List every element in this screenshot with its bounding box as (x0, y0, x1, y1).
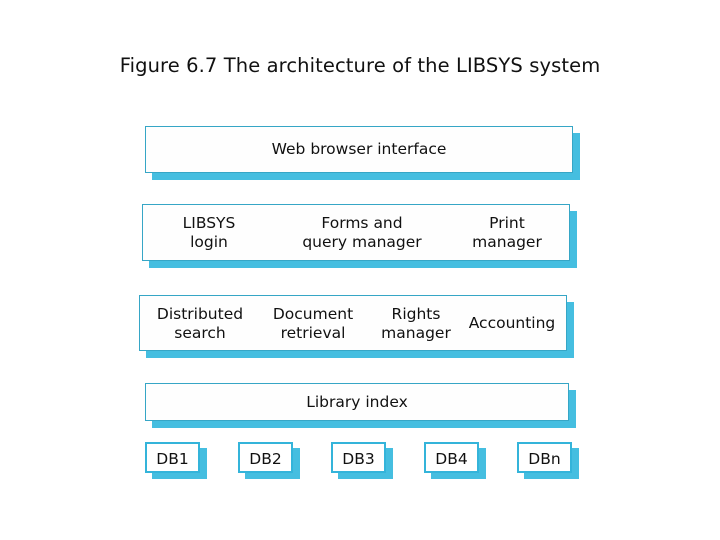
cell-rights-manager: Rights manager (381, 305, 451, 342)
layer-application-services[interactable] (142, 204, 570, 261)
layer-web-browser-interface[interactable] (145, 126, 573, 173)
cell-forms-and-query-manager: Forms and query manager (302, 214, 422, 251)
cell-document-retrieval: Document retrieval (272, 305, 354, 342)
db-box-db1[interactable]: DB1 (145, 442, 200, 473)
page-title: Figure 6.7 The architecture of the LIBSY… (119, 54, 601, 77)
layer-shared-services[interactable] (139, 295, 567, 351)
db-box-db4[interactable]: DB4 (424, 442, 479, 473)
cell-libsys-login: LIBSYS login (182, 214, 236, 251)
db-box-dbn[interactable]: DBn (517, 442, 572, 473)
db-box-db2[interactable]: DB2 (238, 442, 293, 473)
cell-accounting: Accounting (468, 314, 556, 332)
cell-web-browser-interface: Web browser interface (271, 140, 447, 158)
db-box-db3[interactable]: DB3 (331, 442, 386, 473)
cell-distributed-search: Distributed search (156, 305, 244, 342)
layer-library-index[interactable] (145, 383, 569, 421)
cell-library-index: Library index (306, 393, 408, 411)
cell-print-manager: Print manager (472, 214, 542, 251)
